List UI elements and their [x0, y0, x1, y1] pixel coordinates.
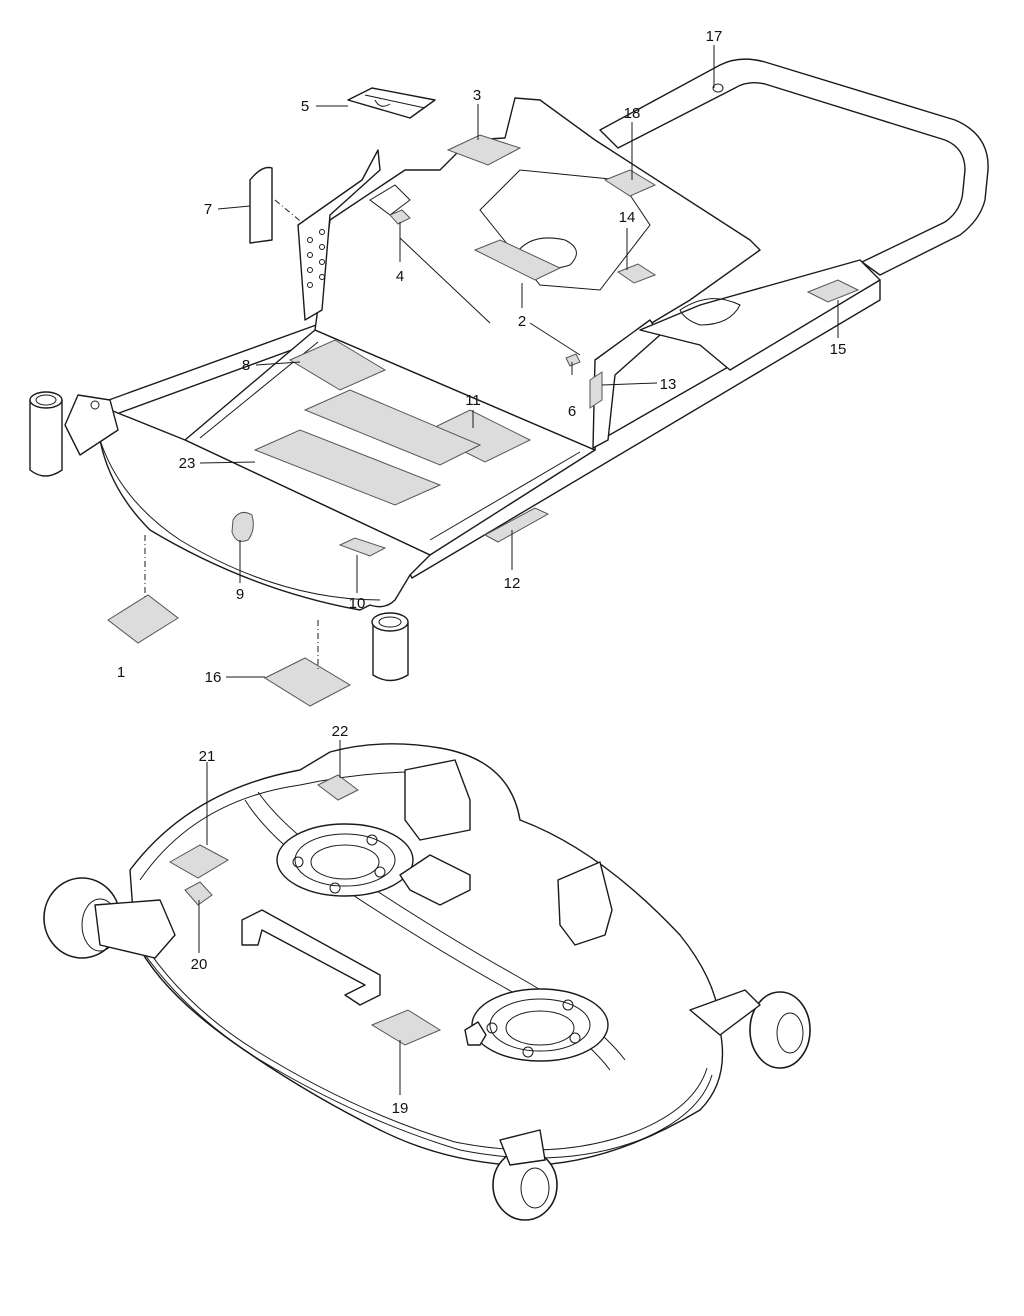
- rear-right-wheel-arm: [689, 989, 761, 1036]
- seat-pan-opening: [479, 169, 651, 291]
- deck-rim-upper: [139, 771, 441, 881]
- callout-21: 21: [199, 748, 216, 765]
- rear-center-wheel: [492, 1129, 558, 1221]
- decal-7: [249, 166, 273, 244]
- callout-6: 6: [568, 403, 576, 420]
- deck-handle-bracket: [241, 909, 381, 1006]
- deck-rear-right-guard: [557, 861, 613, 946]
- callout-22: 22: [332, 723, 349, 740]
- callout-11: 11: [465, 392, 481, 409]
- front-shroud: [97, 404, 431, 611]
- caster-bolt: [90, 400, 100, 410]
- assembly-line-7: [274, 199, 306, 226]
- leader-lines: [198, 45, 839, 1095]
- callout-13: 13: [660, 376, 677, 393]
- right-side-bracket: [592, 319, 661, 449]
- callout-labels: 1 2 3 4 5 6 7 8 9 10 11 12 13 14 15 16 1…: [117, 28, 847, 1117]
- decal-19: [370, 1009, 442, 1046]
- decal-5-detail: [364, 94, 426, 109]
- deck-fitting: [464, 1021, 487, 1046]
- decal-20: [184, 881, 213, 906]
- decal-15: [806, 279, 860, 303]
- callout-19: 19: [392, 1100, 409, 1117]
- callout-2: 2: [518, 313, 526, 330]
- right-spindle-housing: [471, 988, 609, 1062]
- callout-14: 14: [619, 209, 636, 226]
- decal-10: [338, 537, 387, 557]
- callout-1: 1: [117, 664, 125, 681]
- deck-center-bracket: [399, 854, 471, 906]
- callout-10: 10: [349, 595, 366, 612]
- callout-20: 20: [191, 956, 208, 973]
- frame-assembly: [29, 58, 989, 707]
- decal-13: [589, 371, 603, 409]
- left-spindle-housing: [276, 823, 414, 897]
- callout-16: 16: [205, 669, 222, 686]
- decal-6: [565, 353, 581, 367]
- decal-23b: [303, 389, 482, 466]
- mower-deck-assembly: [43, 743, 811, 1221]
- left-caster-top: [29, 391, 63, 409]
- right-caster-top: [371, 612, 409, 632]
- decal-22: [317, 774, 359, 801]
- decal-12: [483, 507, 550, 543]
- seat-pan-bracket: [369, 184, 411, 216]
- callout-5: 5: [301, 98, 309, 115]
- decal-23a: [253, 429, 442, 506]
- deck-rear-left-guard: [404, 759, 471, 841]
- left-caster-bracket: [64, 394, 119, 456]
- decal-4: [389, 209, 411, 225]
- front-shroud-edge: [99, 439, 381, 601]
- callout-12: 12: [504, 575, 521, 592]
- callout-18: 18: [624, 105, 641, 122]
- callout-4: 4: [396, 268, 404, 285]
- callout-9: 9: [236, 586, 244, 603]
- decal-1: [107, 594, 179, 644]
- callout-15: 15: [830, 341, 847, 358]
- decal-3: [446, 134, 522, 166]
- callout-3: 3: [473, 87, 481, 104]
- callout-23: 23: [179, 455, 196, 472]
- rear-plate-cutout: [679, 298, 741, 326]
- decal-8: [288, 339, 387, 391]
- decal-18: [603, 169, 657, 197]
- deck-rim-lower: [134, 939, 713, 1159]
- rear-handle-loop: [599, 58, 989, 276]
- rear-center-wheel-arm: [499, 1129, 546, 1166]
- decal-9: [231, 511, 254, 542]
- left-caster-tube: [29, 399, 63, 477]
- front-left-wheel: [43, 877, 176, 959]
- front-left-wheel-arm: [94, 899, 176, 959]
- callout-7: 7: [204, 201, 212, 218]
- left-side-bracket: [297, 149, 381, 321]
- callout-8: 8: [242, 357, 250, 374]
- right-caster-tube: [372, 621, 409, 682]
- decal-5: [347, 87, 436, 119]
- bracket-holes: [307, 229, 325, 288]
- decal-16: [263, 657, 352, 707]
- deck-rim-lower-2: [131, 924, 708, 1151]
- rear-right-wheel: [689, 989, 811, 1069]
- callout-17: 17: [706, 28, 723, 45]
- handle-hole: [712, 83, 724, 93]
- decal-2: [473, 239, 562, 281]
- decal-21: [168, 844, 230, 879]
